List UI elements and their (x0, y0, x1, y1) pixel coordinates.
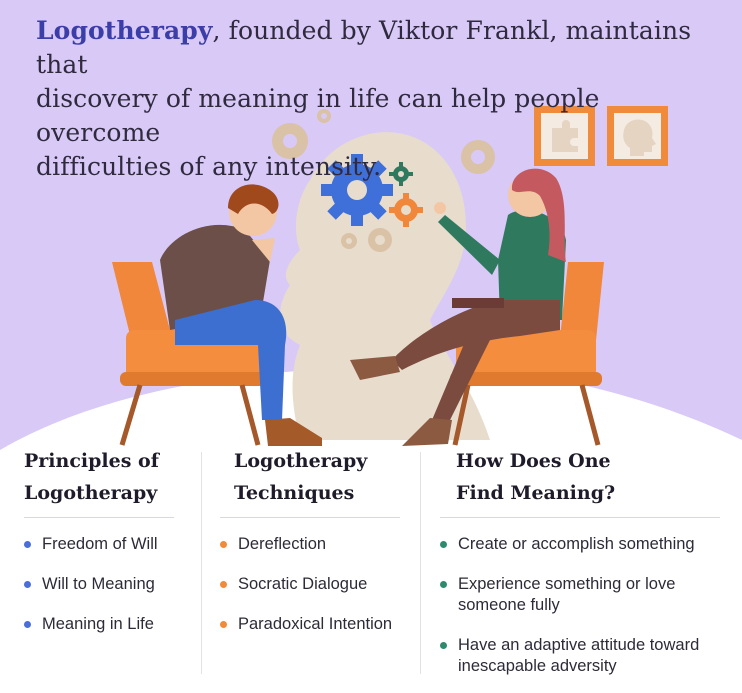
column-rule (24, 517, 174, 518)
list-item-text: Dereflection (238, 535, 327, 553)
bullet-icon (220, 541, 227, 548)
ground-shape (0, 367, 742, 693)
column-divider (420, 452, 421, 674)
list-item: Have an adaptive attitude toward inescap… (440, 635, 736, 677)
therapist-figure (350, 168, 566, 446)
list-item-text: Meaning in Life (42, 615, 154, 633)
column-title-line: Principles of (24, 450, 159, 472)
bullet-icon (24, 541, 31, 548)
list-item: Create or accomplish something (440, 534, 736, 555)
column-title-line: Logotherapy (234, 450, 368, 472)
column-title-line: Find Meaning? (456, 482, 616, 504)
right-chair (450, 262, 604, 446)
column-find-meaning: How Does One Find Meaning? Create or acc… (440, 445, 736, 693)
column-principles: Principles of Logotherapy Freedom of Wil… (24, 445, 194, 654)
find-meaning-list: Create or accomplish something Experienc… (440, 534, 736, 677)
column-techniques: Logotherapy Techniques Dereflection Socr… (220, 445, 415, 654)
list-item-text: Socratic Dialogue (238, 575, 368, 593)
gear-icon-orange (389, 193, 423, 227)
headline-line1: , founded by Viktor Frankl, maintains th… (36, 16, 692, 79)
bullet-icon (440, 642, 447, 649)
column-divider (201, 452, 202, 674)
column-rule (440, 517, 720, 518)
client-figure (160, 184, 322, 446)
list-item: Paradoxical Intention (220, 614, 415, 635)
list-item: Freedom of Will (24, 534, 194, 555)
bullet-icon (220, 621, 227, 628)
list-item-text: Paradoxical Intention (238, 615, 393, 633)
column-title: Principles of Logotherapy (24, 445, 194, 509)
headline-line2: discovery of meaning in life can help pe… (36, 84, 600, 147)
head-profile-icon-frame (607, 106, 668, 166)
bullet-icon (220, 581, 227, 588)
column-rule (220, 517, 400, 518)
column-title-line: Logotherapy (24, 482, 158, 504)
info-columns: Principles of Logotherapy Freedom of Wil… (0, 445, 742, 693)
bullet-icon (440, 541, 447, 548)
list-item: Experience something or love someone ful… (440, 574, 736, 616)
list-item-text: Will to Meaning (42, 575, 155, 593)
bullet-icon (24, 621, 31, 628)
column-title-line: Techniques (234, 482, 355, 504)
headline: Logotherapy, founded by Viktor Frankl, m… (36, 14, 716, 184)
list-item-text: Freedom of Will (42, 535, 158, 553)
column-title: How Does One Find Meaning? (440, 445, 736, 509)
list-item: Socratic Dialogue (220, 574, 415, 595)
techniques-list: Dereflection Socratic Dialogue Paradoxic… (220, 534, 415, 635)
headline-line3: difficulties of any intensity. (36, 152, 382, 181)
principles-list: Freedom of Will Will to Meaning Meaning … (24, 534, 194, 635)
list-item: Will to Meaning (24, 574, 194, 595)
gear-icon-green (389, 162, 413, 186)
list-item: Dereflection (220, 534, 415, 555)
list-item-text: Create or accomplish something (458, 535, 695, 553)
column-title: Logotherapy Techniques (220, 445, 415, 509)
list-item-text: Have an adaptive attitude toward inescap… (458, 636, 700, 675)
list-item-text: Experience something or love someone ful… (458, 575, 676, 614)
column-title-line: How Does One (456, 450, 611, 472)
puzzle-icon-frame (534, 106, 595, 166)
headline-brand: Logotherapy (36, 16, 213, 45)
bullet-icon (24, 581, 31, 588)
bullet-icon (440, 581, 447, 588)
list-item: Meaning in Life (24, 614, 194, 635)
